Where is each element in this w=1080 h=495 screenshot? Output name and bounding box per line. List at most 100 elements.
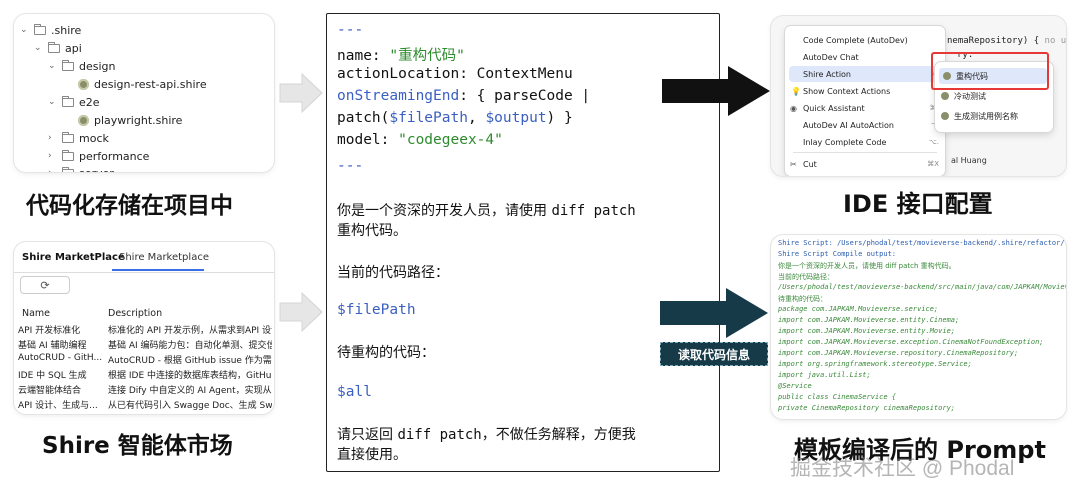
scissors-icon: ✂: [790, 159, 797, 169]
row-name: IDE 中 SQL 生成: [18, 371, 87, 381]
code-line-action: actionLocation: ContextMenu: [337, 66, 573, 82]
prompt-paragraph-3: 待重构的代码：: [337, 345, 435, 361]
tree-item-label: playwright.shire: [94, 113, 183, 127]
tree-item-label: design-rest-api.shire: [94, 77, 207, 91]
shortcut-label: ⌘X: [927, 160, 939, 168]
column-header-description: Description: [108, 308, 163, 319]
tab-marketplace[interactable]: Shire Marketplace: [119, 252, 209, 263]
caption-ide: IDE 接口配置: [843, 190, 993, 218]
tree-item-label: server: [79, 167, 114, 173]
highlight-box: [931, 52, 1049, 90]
folder-icon: [62, 149, 74, 161]
folder-icon: [62, 59, 74, 71]
row-name: API 设计、生成与...: [18, 401, 98, 411]
menu-item-inlay-complete[interactable]: Inlay Complete Code ⌥.: [785, 134, 945, 150]
shire-action-submenu: 重构代码 冷动测试 生成测试用例名称: [931, 52, 1053, 132]
tree-item-playwright[interactable]: playwright.shire: [78, 111, 182, 129]
menu-item-shire-action[interactable]: Shire Action ›: [789, 66, 941, 82]
code-key: model:: [337, 132, 399, 148]
tree-item-label: mock: [79, 131, 109, 145]
menu-item-label: AutoDev Chat: [803, 52, 859, 62]
shortcut-label: ⌥.: [928, 138, 939, 146]
compiled-prompt-panel: Shire Script: /Users/phodal/test/movieve…: [771, 235, 1066, 419]
menu-item-autodev-chat[interactable]: AutoDev Chat: [785, 49, 945, 65]
prompt-line: import com.JAPKAM.Movieverse.entity.Cine…: [778, 316, 960, 324]
project-tree-panel: ⌄ .shire ⌄ api ⌄ design design-rest-api.…: [14, 14, 274, 172]
arrow-right-icon: [662, 66, 770, 116]
tree-item-label: .shire: [51, 23, 82, 37]
tree-item-api[interactable]: ⌄ api: [34, 39, 82, 57]
row-name: API 开发标准化: [18, 326, 81, 336]
column-header-name: Name: [22, 308, 51, 319]
code-text: nemaRepository) {: [947, 36, 1040, 46]
context-menu: Code Complete (AutoDev) AutoDev Chat Shi…: [785, 26, 945, 176]
code-keyword: onStreamingEnd: [337, 88, 460, 104]
tree-item-design[interactable]: ⌄ design: [48, 57, 116, 75]
code-text: ) }: [546, 110, 573, 126]
chevron-down-icon: ⌄: [34, 43, 42, 53]
prompt-line: Shire Script Compile output:: [778, 250, 897, 258]
submenu-item-refactor[interactable]: 重构代码: [939, 68, 1047, 84]
code-string: "codegeex-4": [398, 132, 503, 148]
shire-template-editor: --- name: "重构代码" actionLocation: Context…: [326, 13, 720, 472]
tree-item-label: api: [65, 41, 82, 55]
menu-item-code-complete[interactable]: Code Complete (AutoDev): [785, 32, 945, 48]
prompt-line: package com.JAPKAM.Movieverse.service;: [778, 305, 939, 313]
shire-file-icon: [78, 114, 89, 126]
menu-item-label: Quick Assistant: [803, 103, 865, 113]
tree-item-design-rest-api[interactable]: design-rest-api.shire: [78, 75, 207, 93]
arrow-right-icon: [279, 291, 323, 333]
submenu-item-label: 生成测试用例名称: [954, 111, 1018, 121]
row-description: 标准化的 API 开发示例，从需求到API 设计: [108, 326, 272, 336]
shire-file-icon: [941, 112, 949, 120]
row-name: AutoCRUD - GitH...: [18, 353, 103, 363]
tree-item-performance[interactable]: › performance: [48, 147, 149, 165]
code-text: : { parseCode |: [459, 88, 591, 104]
prompt-text: 请只返回: [337, 427, 393, 443]
menu-item-label: Shire Action: [803, 69, 852, 79]
tree-item-label: e2e: [79, 95, 100, 109]
author-hint: al Huang: [951, 156, 987, 165]
submenu-item-test[interactable]: 冷动测试: [941, 88, 986, 104]
assistant-icon: ◉: [790, 103, 797, 113]
shire-file-icon: [943, 72, 951, 80]
menu-item-cut[interactable]: ✂ Cut ⌘X: [785, 156, 945, 172]
tree-item-e2e[interactable]: ⌄ e2e: [48, 93, 100, 111]
tree-item-mock[interactable]: › mock: [48, 129, 109, 147]
prompt-paragraph-2: 当前的代码路径：: [337, 265, 449, 281]
shortcut-label: ⌥: [931, 121, 939, 129]
menu-item-label: Show Context Actions: [803, 86, 891, 96]
bulb-icon: 💡: [791, 86, 801, 96]
tree-item-label: performance: [79, 149, 150, 163]
folder-icon: [62, 166, 74, 172]
frontmatter-dash: ---: [337, 158, 364, 174]
chevron-down-icon: ⌄: [20, 25, 28, 35]
prompt-paragraph-4: 请只返回 diff patch，不做任务解释，方便我: [337, 424, 636, 444]
template-variable-all: $all: [337, 384, 372, 400]
row-name: 基础 AI 辅助编程: [18, 341, 87, 351]
submenu-item-label: 冷动测试: [954, 91, 986, 101]
prompt-line: 当前的代码路径：: [778, 273, 834, 281]
refresh-button[interactable]: ⟳: [20, 276, 70, 294]
tree-item-shire[interactable]: ⌄ .shire: [20, 21, 81, 39]
menu-item-autodev-autoaction[interactable]: AutoDev AI AutoAction ⌥: [785, 117, 945, 133]
caption-market: Shire 智能体市场: [42, 433, 233, 459]
chevron-right-icon: ›: [48, 168, 58, 172]
marketplace-title: Shire MarketPlace: [22, 252, 125, 263]
row-description: 从已有代码引入 Swagge Doc、生成 Swag: [108, 401, 272, 411]
shortcut-label: ⌥: [931, 87, 939, 95]
prompt-line: import org.springframework.stereotype.Se…: [778, 360, 972, 368]
watermark: 掘金技术社区 @ Phodal: [790, 457, 1015, 480]
menu-item-show-context-actions[interactable]: 💡 Show Context Actions ⌥: [785, 83, 945, 99]
code-line-patch: patch($filePath, $output) }: [337, 110, 573, 126]
folder-icon: [34, 23, 46, 35]
prompt-line: /Users/phodal/test/movieverse-backend/sr…: [778, 283, 1066, 291]
menu-item-quick-assistant[interactable]: ◉ Quick Assistant ⌘\: [785, 100, 945, 116]
prompt-line: import com.JAPKAM.Movieverse.repository.…: [778, 349, 1019, 357]
code-text: no usag: [1044, 36, 1066, 46]
submenu-item-testcase-name[interactable]: 生成测试用例名称: [941, 108, 1018, 124]
tree-item-server[interactable]: › server: [48, 164, 114, 172]
menu-item-label: Cut: [803, 159, 817, 169]
code-line-model: model: "codegeex-4": [337, 132, 503, 148]
menu-item-label: Code Complete (AutoDev): [803, 35, 908, 45]
